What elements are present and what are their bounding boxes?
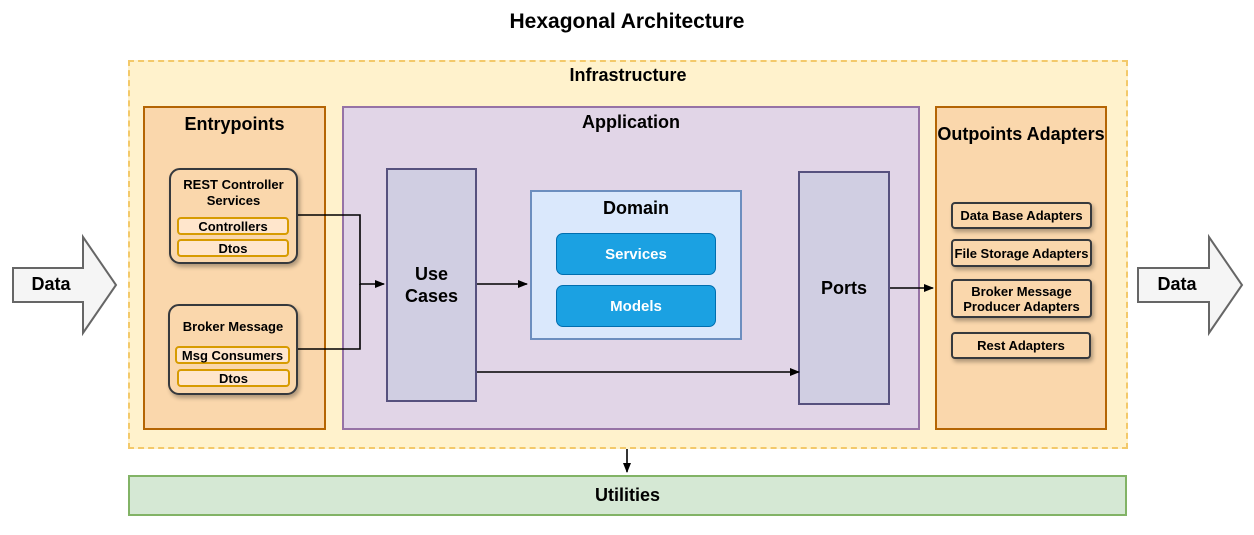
rest-adapters: Rest Adapters xyxy=(951,332,1091,359)
domain-services: Services xyxy=(556,233,716,275)
data-in-arrow-icon xyxy=(12,233,118,337)
database-adapters: Data Base Adapters xyxy=(951,202,1092,229)
data-out-arrow-icon xyxy=(1137,233,1244,337)
application-title: Application xyxy=(582,112,680,132)
rest-to-usecases-connector xyxy=(298,214,385,288)
broker-to-usecases-connector xyxy=(298,284,361,350)
domain-title: Domain xyxy=(602,198,669,218)
use-cases-label: Use Cases xyxy=(404,264,459,306)
broker-dtos-tag: Dtos xyxy=(177,369,290,387)
outpoints-panel xyxy=(935,106,1107,430)
domain-models: Models xyxy=(556,285,716,327)
use-cases-block: Use Cases xyxy=(386,168,477,402)
controllers-tag: Controllers xyxy=(177,217,289,235)
file-storage-adapters: File Storage Adapters xyxy=(951,239,1092,267)
ports-label: Ports xyxy=(820,278,867,298)
msg-consumers-tag: Msg Consumers xyxy=(175,346,290,364)
data-out-label: Data xyxy=(1157,273,1197,294)
utilities-box: Utilities xyxy=(128,475,1127,516)
diagram-title: Hexagonal Architecture xyxy=(509,10,745,33)
ports-block: Ports xyxy=(798,171,890,405)
data-in-label: Data xyxy=(31,273,71,294)
entrypoints-title: Entrypoints xyxy=(184,114,285,134)
broker-message-label: Broker Message xyxy=(182,318,284,334)
rest-controller-label: REST Controller Services xyxy=(183,177,284,208)
rest-dtos-tag: Dtos xyxy=(177,239,289,257)
infrastructure-label: Infrastructure xyxy=(569,64,687,85)
broker-producer-adapters: Broker Message Producer Adapters xyxy=(951,279,1092,318)
outpoints-title: Outpoints Adapters xyxy=(937,124,1105,144)
